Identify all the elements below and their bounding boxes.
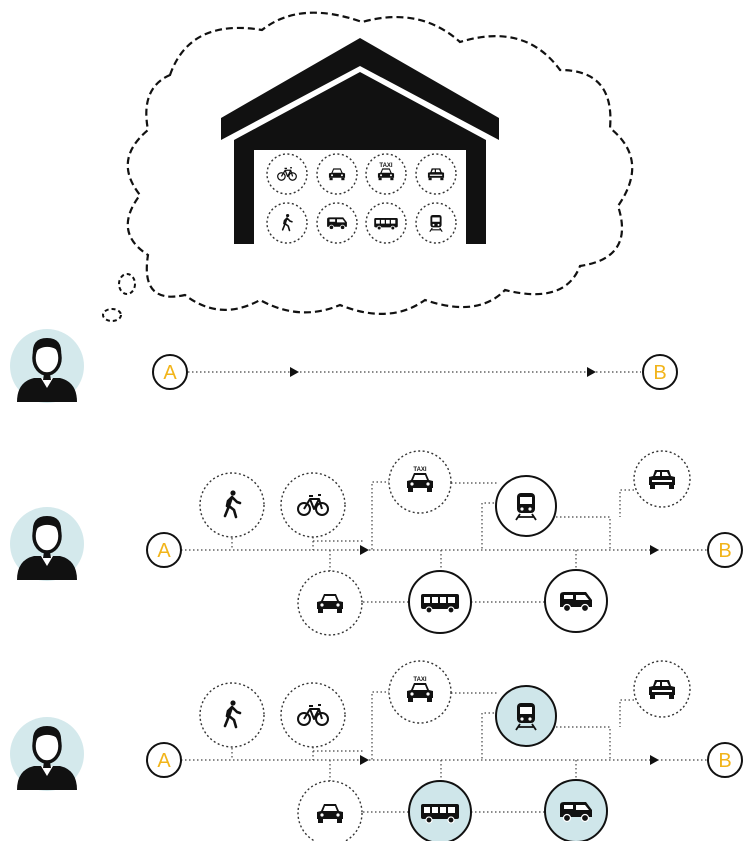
start-point-label: A — [157, 540, 171, 562]
start-point-label: A — [157, 750, 171, 772]
traveler-avatar — [8, 327, 86, 405]
end-point: B — [707, 532, 743, 568]
route-connector — [371, 691, 390, 760]
thought-bubble-small — [102, 308, 122, 322]
route-connector — [371, 481, 390, 550]
garage-vehicle-slots: TAXI — [266, 153, 457, 244]
start-point-label: A — [163, 362, 177, 384]
route-connector — [552, 516, 611, 550]
start-point: A — [146, 532, 182, 568]
direction-arrow — [650, 755, 659, 765]
end-point-label: B — [653, 362, 666, 384]
train-mode-node — [495, 475, 557, 537]
bicycle-mode-node — [280, 682, 346, 748]
car-mode-node — [316, 153, 358, 195]
route-connector — [619, 489, 638, 517]
garage — [221, 38, 499, 244]
route-connector — [312, 747, 363, 760]
bicycle-mode-node — [266, 153, 308, 195]
row-multimodal-trip: A B TAXI — [8, 450, 743, 636]
walk-mode-node — [199, 682, 265, 748]
bicycle-mode-node — [280, 472, 346, 538]
route-connector — [481, 502, 498, 550]
route-connector — [619, 699, 638, 727]
train-mode-node — [415, 202, 457, 244]
walk-mode-node — [266, 202, 308, 244]
taxi-sign: TAXI — [413, 467, 427, 473]
suv-mode-node — [633, 450, 691, 508]
start-point: A — [152, 354, 188, 390]
direction-arrow — [290, 367, 299, 377]
taxi-sign: TAXI — [413, 677, 427, 683]
taxi-mode-node: TAXI — [388, 660, 452, 724]
direction-arrow — [587, 367, 596, 377]
van-mode-node — [316, 202, 358, 244]
taxi-sign: TAXI — [379, 163, 393, 169]
end-point-label: B — [718, 750, 731, 772]
row-multimodal-trip-highlighted: A B TAXI — [8, 660, 743, 841]
van-mode-node — [544, 779, 608, 841]
van-mode-node — [544, 569, 608, 633]
route-connector — [552, 726, 611, 760]
taxi-mode-node: TAXI — [365, 153, 407, 195]
direction-arrow — [360, 545, 369, 555]
start-point: A — [146, 742, 182, 778]
end-point: B — [707, 742, 743, 778]
walk-mode-node — [199, 472, 265, 538]
end-point: B — [642, 354, 678, 390]
end-point-label: B — [718, 540, 731, 562]
bus-mode-node — [408, 570, 472, 634]
train-mode-node — [495, 685, 557, 747]
suv-mode-node — [633, 660, 691, 718]
route-connector — [481, 712, 498, 760]
traveler-avatar — [8, 505, 86, 583]
bus-mode-node — [365, 202, 407, 244]
direction-arrow — [650, 545, 659, 555]
thought-bubble-large — [118, 273, 136, 295]
car-mode-node — [297, 780, 363, 841]
taxi-mode-node: TAXI — [388, 450, 452, 514]
suv-mode-node — [415, 153, 457, 195]
car-mode-node — [297, 570, 363, 636]
traveler-avatar — [8, 715, 86, 793]
route-connector — [312, 537, 363, 550]
bus-mode-node — [408, 780, 472, 841]
direction-arrow — [360, 755, 369, 765]
